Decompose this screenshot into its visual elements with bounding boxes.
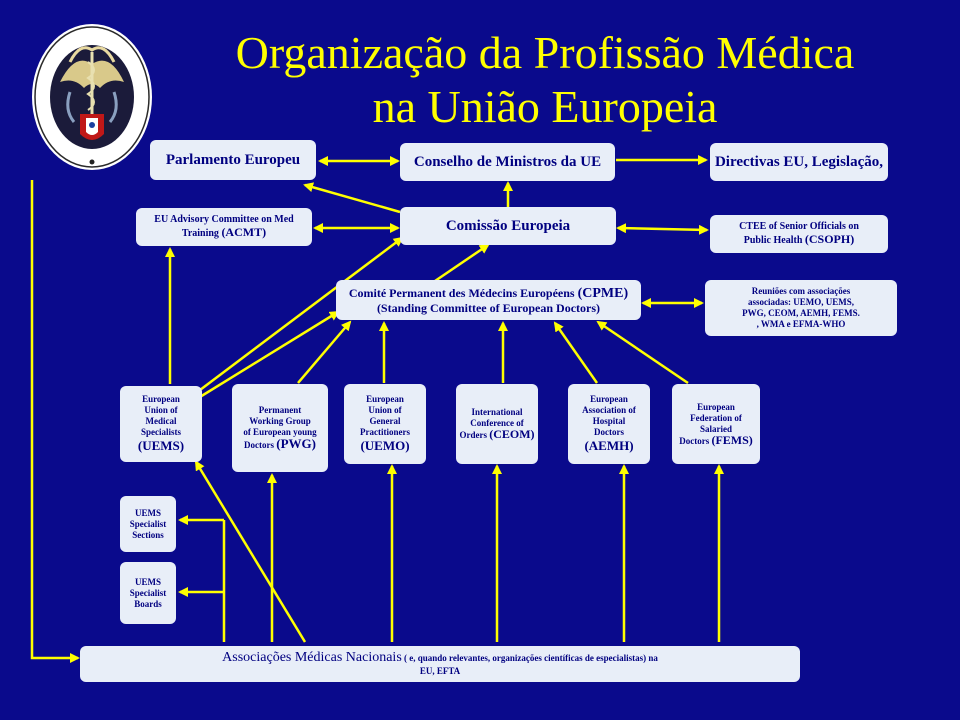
node-ceom: International Conference of Orders (CEOM…	[456, 384, 538, 464]
node-aemh-line-2: Association of	[582, 405, 636, 415]
node-nacionais-line-2: EU, EFTA	[419, 666, 461, 676]
ordem-dos-medicos-logo	[32, 24, 152, 170]
node-cpme-abbr: (CPME)	[577, 285, 629, 301]
node-sections-line-2: Specialist	[129, 518, 167, 529]
node-boards-line-1: UEMS	[134, 576, 161, 587]
node-csoph-line-2: Public Health	[743, 235, 803, 246]
node-boards-line-2: Specialist	[129, 587, 167, 598]
node-conselho-ministros: Conselho de Ministros da UE	[400, 143, 615, 181]
node-pwg-line-4: Doctors	[244, 440, 275, 450]
node-aemh-abbr: (AEMH)	[584, 438, 634, 453]
node-uems-sections: UEMS Specialist Sections	[120, 496, 176, 552]
node-reunioes-line-4: , WMA e EFMA-WHO	[756, 319, 846, 329]
node-cpme: Comité Permanent des Médecins Européens …	[336, 280, 641, 320]
node-aemh: European Association of Hospital Doctors…	[568, 384, 650, 464]
node-uems-line-4: Specialists	[140, 427, 181, 437]
node-fems-line-3: Salaried	[699, 423, 732, 434]
node-uemo-line-1: European	[366, 394, 404, 404]
node-directivas: Directivas EU, Legislação,	[710, 143, 888, 181]
node-fems: European Federation of Salaried Doctors …	[672, 384, 760, 464]
node-parlamento-europeu: Parlamento Europeu	[150, 140, 316, 180]
node-reunioes: Reuniões com associações associadas: UEM…	[705, 280, 897, 336]
node-uemo-line-2: Union of	[368, 405, 402, 415]
node-pwg: Permanent Working Group of European youn…	[232, 384, 328, 472]
title-line-2: na União Europeia	[372, 81, 718, 132]
node-fems-line-2: Federation of	[690, 412, 742, 423]
node-uems-line-2: Union of	[144, 405, 178, 415]
node-acmt-line-1: EU Advisory Committee on Med	[154, 214, 294, 225]
node-fems-line-1: European	[697, 401, 735, 412]
node-comissao-europeia: Comissão Europeia	[400, 207, 616, 245]
node-uems-abbr: (UEMS)	[137, 438, 185, 453]
node-uems: European Union of Medical Specialists (U…	[120, 386, 202, 462]
node-ceom-line-1: International	[471, 407, 523, 417]
node-acmt-abbr: (ACMT)	[221, 225, 267, 239]
node-uemo-line-4: Practitioners	[360, 427, 410, 437]
title-line-1: Organização da Profissão Médica	[235, 27, 855, 78]
node-pwg-abbr: (PWG)	[276, 436, 316, 451]
node-uemo-line-3: General	[369, 416, 401, 426]
node-cpme-line-1: Comité Permanent des Médecins Européens	[348, 285, 575, 300]
node-ceom-line-2: Conference of	[470, 418, 524, 428]
node-associacoes-nacionais: Associações Médicas Nacionais ( e, quand…	[80, 646, 800, 682]
node-csoph: CTEE of Senior Officials on Public Healt…	[710, 215, 888, 253]
node-reunioes-line-3: PWG, CEOM, AEMH, FEMS.	[742, 308, 860, 318]
node-sections-line-1: UEMS	[134, 507, 161, 518]
page-title: Organização da Profissão Médica na União…	[150, 26, 940, 134]
node-uemo: European Union of General Practitioners …	[344, 384, 426, 464]
node-ceom-line-3: Orders	[459, 430, 487, 440]
node-cpme-line-2: (Standing Committee of European Doctors)	[376, 300, 601, 315]
node-reunioes-line-1: Reuniões com associações	[751, 286, 851, 296]
node-csoph-abbr: (CSOPH)	[804, 232, 855, 246]
node-fems-line-4: Doctors	[679, 435, 710, 446]
node-uems-line-3: Medical	[145, 416, 177, 426]
node-sections-line-3: Sections	[132, 529, 164, 540]
node-uems-boards: UEMS Specialist Boards	[120, 562, 176, 624]
node-aemh-line-1: European	[590, 394, 628, 404]
node-aemh-line-3: Hospital	[592, 416, 626, 426]
node-parlamento-label: Parlamento Europeu	[165, 151, 301, 168]
node-ceom-abbr: (CEOM)	[489, 427, 535, 441]
node-csoph-line-1: CTEE of Senior Officials on	[739, 221, 859, 232]
node-nacionais-main: Associações Médicas Nacionais	[222, 650, 402, 665]
node-pwg-line-1: Permanent	[258, 405, 302, 415]
node-uems-line-1: European	[142, 394, 180, 404]
node-pwg-line-2: Working Group	[249, 416, 311, 426]
node-acmt: EU Advisory Committee on Med Training (A…	[136, 208, 312, 246]
node-boards-line-3: Boards	[134, 598, 162, 609]
node-reunioes-line-2: associadas: UEMO, UEMS,	[747, 297, 854, 307]
node-conselho-label: Conselho de Ministros da UE	[413, 153, 602, 170]
node-aemh-line-4: Doctors	[594, 427, 624, 437]
node-comissao-label: Comissão Europeia	[445, 217, 571, 234]
node-nacionais-detail: ( e, quando relevantes, organizações cie…	[404, 653, 658, 663]
node-pwg-line-3: of European young	[243, 427, 317, 437]
node-acmt-line-2: Training	[181, 228, 219, 239]
node-fems-abbr: (FEMS)	[711, 432, 753, 447]
node-uemo-abbr: (UEMO)	[360, 438, 410, 453]
node-directivas-label: Directivas EU, Legislação,	[714, 153, 884, 170]
